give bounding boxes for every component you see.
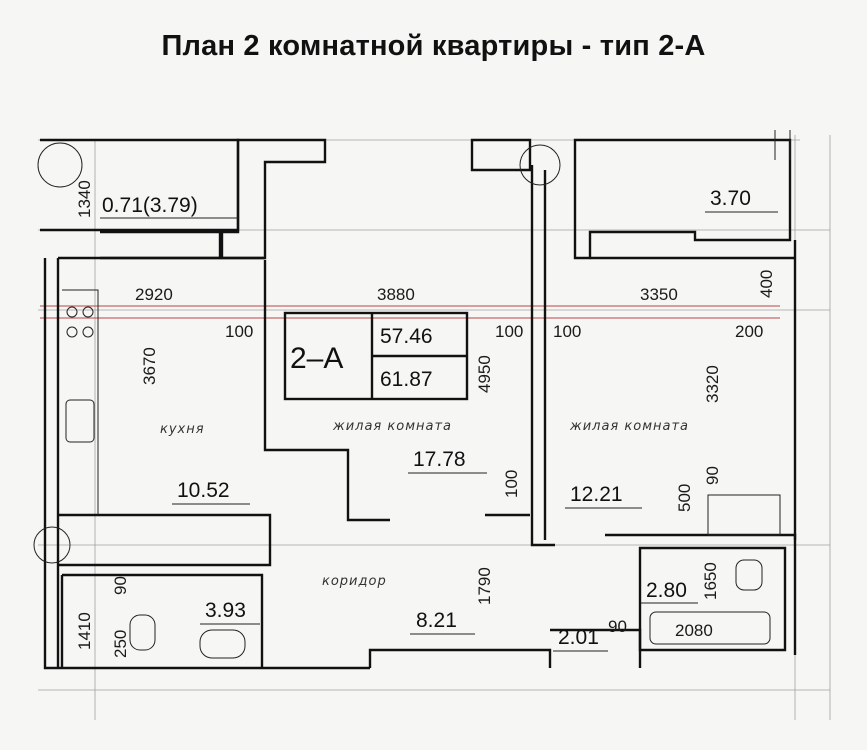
area-labels: 0.71(3.79) 3.70 10.52 17.78 12.21 3.93 8… [100,187,778,652]
dim-200: 200 [735,322,763,341]
wc-area: 2.01 [558,626,599,649]
dim-100-a: 100 [225,322,253,341]
room-name-kitchen: кухня [160,422,205,437]
loggia-left-area: 0.71(3.79) [102,194,198,217]
bathroom-right-area: 2.80 [646,579,687,602]
dim-100-c: 100 [553,322,581,341]
kitchen-area: 10.52 [177,479,230,502]
total-area-value: 61.87 [380,368,433,391]
corridor-area: 8.21 [416,609,457,632]
dim-3670: 3670 [140,347,159,385]
dim-4950: 4950 [475,355,494,393]
dim-1340: 1340 [75,180,94,218]
dim-2920: 2920 [135,285,173,304]
dim-3320: 3320 [703,365,722,403]
dim-1410: 1410 [75,612,94,650]
dim-90-a: 90 [703,466,722,485]
room-name-living-center: жилая комната [332,419,452,434]
room-name-living-right: жилая комната [569,419,689,434]
bathroom-left-area: 3.93 [205,599,246,622]
dim-90-c: 90 [608,617,627,636]
living-center-area: 17.78 [413,448,466,471]
dim-1790: 1790 [475,567,494,605]
room-name-corridor: коридор [322,574,387,589]
loggia-right-area: 3.70 [710,187,751,210]
plan-title: План 2 комнатной квартиры - тип 2-А [161,30,706,62]
dim-90-b: 90 [111,576,130,595]
dim-250: 250 [111,630,130,658]
type-box: 2–А 57.46 61.87 [283,311,469,401]
dim-100-b: 100 [495,322,523,341]
dim-500: 500 [675,484,694,512]
living-area-value: 57.46 [380,325,433,348]
dim-2080: 2080 [675,621,713,640]
dim-1650: 1650 [701,562,720,600]
dim-100-d: 100 [502,470,521,498]
walls [33,130,797,670]
room-names: кухня жилая комната жилая комната коридо… [160,419,689,589]
dimension-labels: 1340 2920 3880 3350 400 100 100 100 200 … [75,180,776,658]
dim-3350: 3350 [640,285,678,304]
living-right-area: 12.21 [570,483,623,506]
dim-3880: 3880 [377,285,415,304]
apartment-type-label: 2–А [290,342,343,375]
dim-400: 400 [757,270,776,298]
